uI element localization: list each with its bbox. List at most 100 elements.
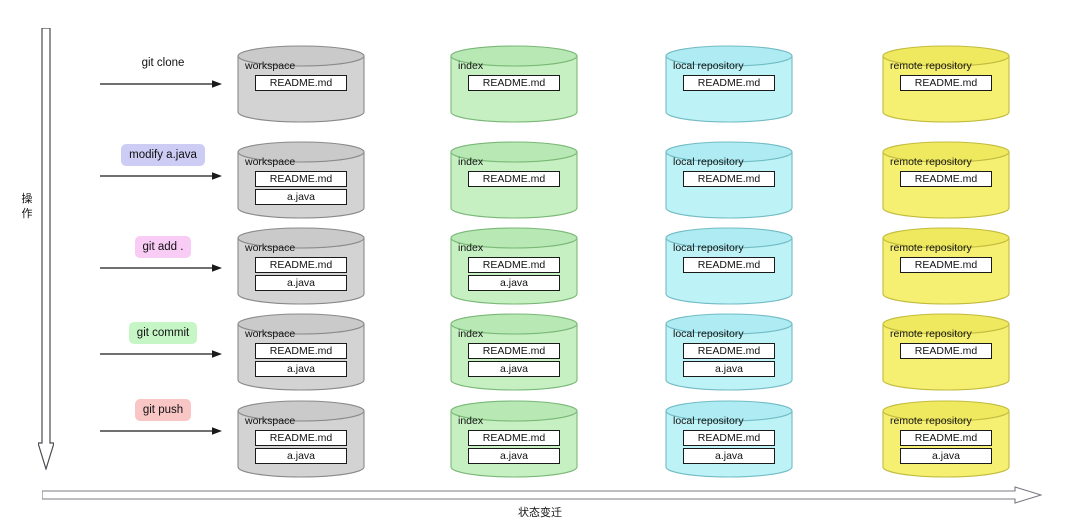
file-box: a.java: [468, 361, 560, 377]
operation-arrow: [100, 78, 226, 90]
cylinder-title: remote repository: [890, 328, 972, 340]
cylinder-title: local repository: [673, 60, 744, 72]
operation-git-add: git add .: [100, 236, 226, 274]
horizontal-axis-arrow: [42, 486, 1042, 504]
file-box: a.java: [255, 361, 347, 377]
operation-arrow: [100, 425, 226, 437]
file-box: a.java: [683, 448, 775, 464]
file-box: README.md: [900, 75, 992, 91]
file-box: a.java: [255, 448, 347, 464]
cylinder-title: workspace: [245, 415, 296, 427]
file-box: README.md: [468, 75, 560, 91]
file-box: README.md: [900, 257, 992, 273]
operation-git-clone: git clone: [100, 52, 226, 90]
file-box: README.md: [900, 343, 992, 359]
file-box: README.md: [255, 430, 347, 446]
file-box: a.java: [255, 275, 347, 291]
operation-arrow: [100, 348, 226, 360]
operation-git-push: git push: [100, 399, 226, 437]
operation-label: modify a.java: [121, 144, 205, 166]
cylinder-title: index: [458, 60, 484, 72]
file-box: README.md: [468, 171, 560, 187]
file-box: a.java: [468, 448, 560, 464]
operation-label: git push: [134, 399, 192, 421]
cylinder-title: index: [458, 328, 484, 340]
cylinder-title: workspace: [245, 60, 296, 72]
operation-git-commit: git commit: [100, 322, 226, 360]
cylinder-title: index: [458, 415, 484, 427]
file-box: README.md: [255, 171, 347, 187]
cylinder-title: index: [458, 242, 484, 254]
cylinder-title: local repository: [673, 415, 744, 427]
file-box: README.md: [683, 75, 775, 91]
cylinder-title: local repository: [673, 156, 744, 168]
file-box: README.md: [900, 430, 992, 446]
cylinder-title: remote repository: [890, 60, 972, 72]
operation-modify-a-java: modify a.java: [100, 144, 226, 182]
file-box: README.md: [683, 343, 775, 359]
cylinder-title: workspace: [245, 242, 296, 254]
file-box: README.md: [468, 257, 560, 273]
operation-label: git clone: [141, 57, 185, 69]
operation-label: git commit: [128, 322, 198, 344]
file-box: README.md: [468, 430, 560, 446]
file-box: README.md: [255, 75, 347, 91]
vertical-axis-label: 操作: [21, 193, 33, 220]
operation-label: git add .: [134, 236, 192, 258]
cylinder-title: local repository: [673, 328, 744, 340]
file-box: a.java: [468, 275, 560, 291]
file-box: README.md: [468, 343, 560, 359]
file-box: a.java: [900, 448, 992, 464]
cylinder-title: local repository: [673, 242, 744, 254]
cylinder-title: workspace: [245, 328, 296, 340]
operation-arrow: [100, 262, 226, 274]
cylinder-title: workspace: [245, 156, 296, 168]
file-box: README.md: [255, 343, 347, 359]
file-box: a.java: [683, 361, 775, 377]
cylinder-title: remote repository: [890, 242, 972, 254]
operation-arrow: [100, 170, 226, 182]
file-box: README.md: [900, 171, 992, 187]
file-box: a.java: [255, 189, 347, 205]
cylinder-title: remote repository: [890, 415, 972, 427]
file-box: README.md: [255, 257, 347, 273]
file-box: README.md: [683, 430, 775, 446]
